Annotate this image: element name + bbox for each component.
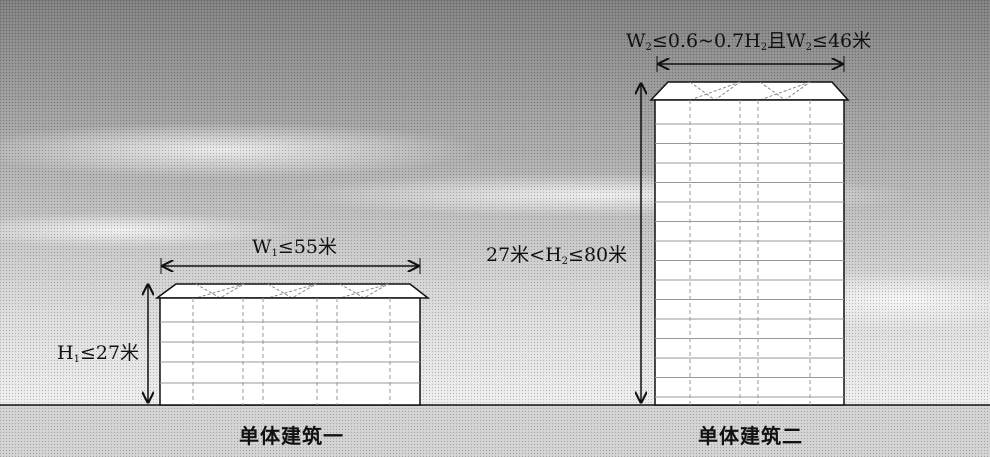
building-one-height-label: H1≤27米 bbox=[57, 338, 139, 365]
building-one-width-label: W1≤55米 bbox=[252, 232, 337, 259]
label-subscript: 1 bbox=[271, 248, 278, 259]
label-text: ≤80米 bbox=[568, 244, 628, 266]
label-subscript: 2 bbox=[805, 42, 813, 53]
label-subscript: 2 bbox=[760, 42, 768, 53]
label-text: ≤55米 bbox=[277, 236, 338, 258]
building-one-caption: 单体建筑一 bbox=[239, 424, 344, 448]
label-subscript: 2 bbox=[645, 42, 652, 53]
label-text: 且W bbox=[767, 30, 806, 52]
label-subscript: 2 bbox=[561, 256, 569, 267]
building-one bbox=[154, 283, 431, 406]
label-text: W bbox=[252, 236, 272, 258]
building-two-width-label: W2≤0.6~0.7H2且W2≤46米 bbox=[626, 26, 871, 53]
building-two-height-label: 27米<H2≤80米 bbox=[486, 240, 627, 267]
label-subscript: 1 bbox=[73, 354, 80, 365]
label-text: W bbox=[626, 30, 646, 52]
building-two-caption: 单体建筑二 bbox=[698, 424, 803, 448]
label-text: ≤46米 bbox=[812, 30, 872, 52]
label-text: ≤27米 bbox=[79, 342, 140, 364]
building-one-roof bbox=[154, 283, 431, 299]
building-two bbox=[649, 81, 850, 406]
label-text: ≤0.6~0.7H bbox=[651, 30, 761, 52]
label-text: 27米<H bbox=[486, 244, 562, 266]
label-text: H bbox=[57, 342, 74, 364]
building-two-body bbox=[654, 99, 845, 406]
building-two-roof bbox=[649, 81, 850, 101]
building-one-body bbox=[159, 297, 421, 406]
